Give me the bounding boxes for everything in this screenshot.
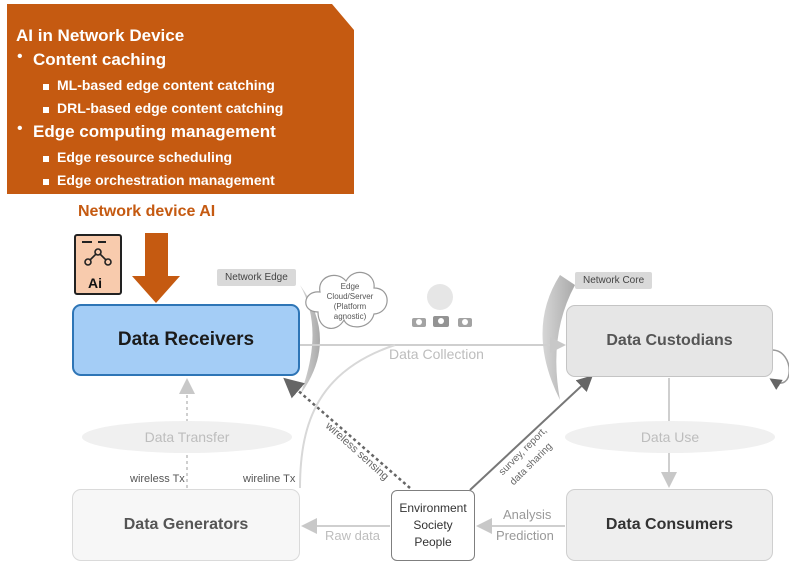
wireline-tx-label: wireline Tx	[243, 473, 296, 485]
cloud-line: agnostic)	[333, 312, 367, 321]
network-core-tag: Network Core	[575, 272, 653, 289]
network-core-arc	[542, 275, 575, 400]
panel-subitem-drl-caching: DRL-based edge content catching	[57, 100, 284, 116]
data-collection-icon	[412, 284, 472, 327]
square-bullet	[43, 107, 49, 113]
env-line-environment: Environment	[399, 501, 467, 515]
square-bullet	[43, 84, 49, 90]
data-transfer-label: Data Transfer	[144, 429, 230, 445]
panel-subitem-orchestration: Edge orchestration management	[57, 172, 275, 188]
data-consumers-box: Data Consumers	[566, 489, 773, 561]
environment-society-people-box: Environment Society People	[391, 490, 475, 561]
data-receivers-box: Data Receivers	[72, 304, 300, 376]
panel-subitem-ml-caching: ML-based edge content catching	[57, 77, 275, 93]
env-line-people: People	[414, 535, 452, 549]
panel-item-content-caching: Content caching	[33, 50, 167, 69]
wireless-tx-label: wireless Tx	[130, 473, 185, 485]
cloud-shape	[305, 271, 388, 329]
env-line-society: Society	[413, 518, 453, 532]
ai-file-icon	[74, 234, 122, 295]
data-generators-box: Data Generators	[72, 489, 300, 561]
network-edge-tag: Network Edge	[217, 269, 296, 286]
raw-data-label: Raw data	[325, 528, 380, 543]
cloud-line: Edge	[340, 282, 360, 291]
wireline-curve	[299, 344, 396, 489]
edge-cloud-label: Edge Cloud/Server (Platform agnostic)	[321, 282, 379, 322]
square-bullet	[43, 179, 49, 185]
square-bullet	[43, 156, 49, 162]
analysis-label: Analysis	[503, 507, 552, 522]
panel-item-edge-computing: Edge computing management	[33, 122, 276, 141]
data-custodians-box: Data Custodians	[566, 305, 773, 377]
data-collection-label: Data Collection	[389, 346, 484, 362]
custodian-loop	[769, 349, 789, 390]
cloud-line: (Platform	[333, 302, 367, 311]
ai-network-device-panel: AI in Network Device • Content caching M…	[7, 4, 354, 194]
orange-down-arrow	[132, 233, 180, 303]
network-device-ai-label: Network device AI	[78, 203, 216, 220]
cloud-line: Cloud/Server	[326, 292, 374, 301]
bullet-dot: •	[17, 120, 23, 137]
panel-heading: AI in Network Device	[16, 26, 185, 45]
data-use-label: Data Use	[640, 429, 700, 445]
network-edge-arc	[300, 285, 320, 395]
data-use-oval: Data Use	[565, 421, 775, 453]
bullet-dot: •	[17, 48, 23, 65]
prediction-label: Prediction	[496, 528, 554, 543]
data-transfer-oval: Data Transfer	[82, 421, 292, 453]
panel-subitem-resource-scheduling: Edge resource scheduling	[57, 149, 233, 165]
survey-arrow	[469, 375, 593, 491]
ai-icon-text: Ai	[88, 275, 102, 291]
